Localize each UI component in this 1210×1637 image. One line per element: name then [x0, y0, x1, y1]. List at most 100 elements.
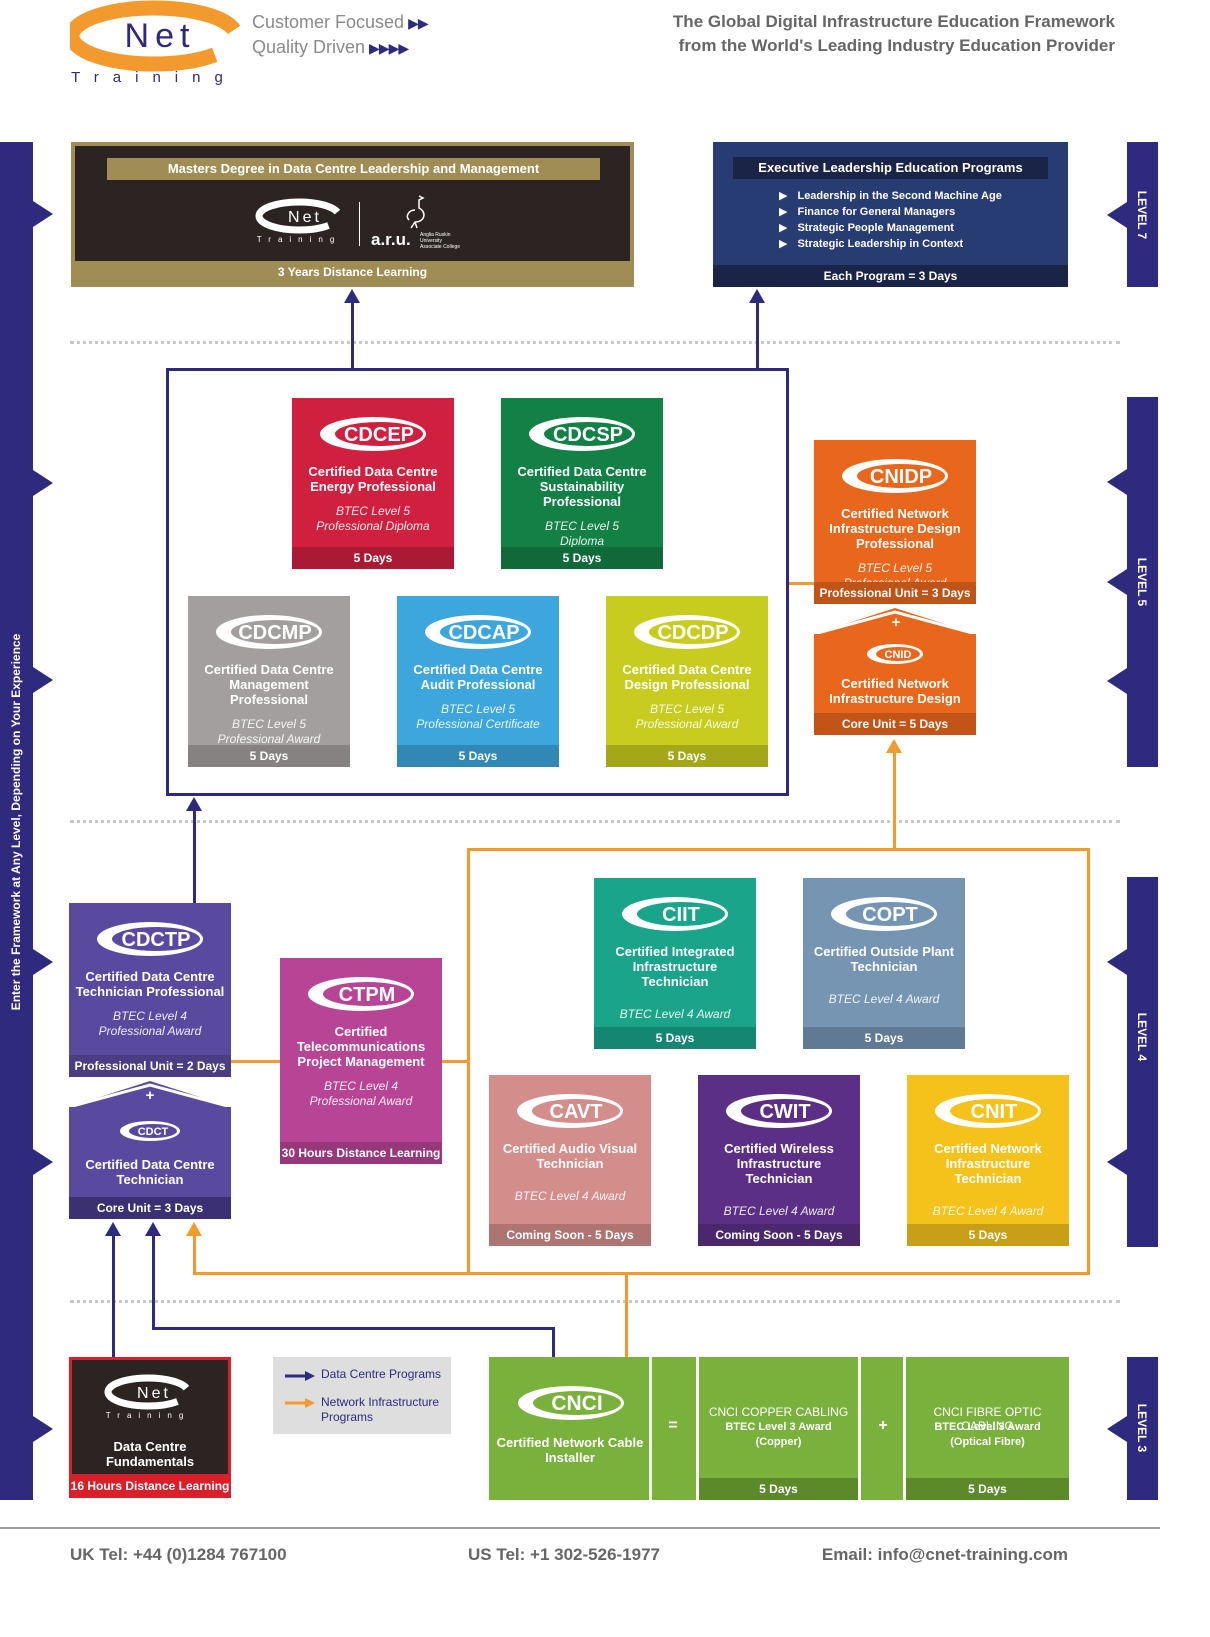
- duration-label: 16 Hours Distance Learning: [69, 1474, 231, 1498]
- up-arrow-icon: [145, 1222, 161, 1236]
- course-name: Certified Data Centre Technician: [85, 1157, 215, 1187]
- divider: [649, 1357, 652, 1500]
- stack-join: [68, 1077, 232, 1109]
- us-phone[interactable]: US Tel: +1 302-526-1977: [468, 1545, 660, 1564]
- copper-days: 5 Days: [699, 1478, 858, 1500]
- course-name: Certified Outside Plant Technician: [813, 944, 955, 974]
- cnci-logo: CNCI: [515, 1383, 627, 1423]
- duration-label: 5 Days: [606, 745, 768, 767]
- btec-level-text: BTEC Level 5: [335, 504, 411, 518]
- duration-label: 5 Days: [803, 1027, 965, 1049]
- svg-text:CDCEP: CDCEP: [344, 424, 414, 446]
- divider: [359, 202, 360, 246]
- stack-join: [813, 604, 977, 636]
- level-4-label: LEVEL 4: [1135, 1012, 1149, 1062]
- exec-list-item: ▶Strategic Leadership in Context: [779, 238, 964, 250]
- course-name: Certified Data Centre Design Professiona…: [622, 662, 752, 692]
- exec-list-item: ▶Leadership in the Second Machine Age: [779, 190, 1002, 202]
- svg-text:COPT: COPT: [862, 904, 918, 926]
- cnet-logo-small: Net Training: [255, 196, 355, 246]
- btec-award-text: Professional Award: [217, 732, 321, 746]
- course-logo: CAVT: [514, 1091, 626, 1131]
- course-logo: CWIT: [723, 1091, 835, 1131]
- level-7-bar: [1127, 142, 1158, 287]
- svg-text:CDCTP: CDCTP: [122, 929, 191, 951]
- email-link[interactable]: Email: info@cnet-training.com: [821, 1545, 1068, 1564]
- level-arrow-icon: [1107, 668, 1127, 694]
- exec-title: Executive Leadership Education Programs: [733, 157, 1048, 179]
- entry-arrow-icon: [33, 949, 53, 975]
- svg-text:CDCMP: CDCMP: [238, 622, 311, 644]
- masters-title: Masters Degree in Data Centre Leadership…: [107, 158, 600, 180]
- up-arrow-icon: [749, 289, 765, 303]
- level-separator: [70, 820, 1120, 823]
- btec-award-text: Professional Award: [635, 717, 739, 731]
- course-name: Certified Audio Visual Technician: [502, 1141, 638, 1171]
- course-card-cdct[interactable]: CDCT Certified Data Centre Technician Co…: [69, 1107, 231, 1219]
- masters-degree-box[interactable]: Masters Degree in Data Centre Leadership…: [71, 142, 634, 287]
- btec-level-text: BTEC Level 4: [323, 1079, 399, 1093]
- connector-line: [625, 1275, 628, 1357]
- up-arrow-icon: [186, 797, 202, 811]
- course-logo: CDCMP: [213, 612, 325, 652]
- course-name: Certified Wireless Infrastructure Techni…: [724, 1141, 834, 1186]
- plus-icon: +: [878, 1417, 888, 1434]
- up-arrow-icon: [344, 289, 360, 303]
- headline: The Global Digital Infrastructure Educat…: [595, 10, 1115, 58]
- cnci-box[interactable]: CNCI Certified Network Cable Installer =…: [489, 1357, 1069, 1500]
- course-card-cnit[interactable]: CNIT Certified Network Infrastructure Tec…: [907, 1075, 1069, 1246]
- uk-phone[interactable]: UK Tel: +44 (0)1284 767100: [70, 1545, 287, 1564]
- copper-title: CNCI COPPER CABLING: [708, 1405, 849, 1419]
- svg-text:CAVT: CAVT: [550, 1101, 603, 1123]
- cnci-copper[interactable]: CNCI COPPER CABLING BTEC Level 3 Award (…: [696, 1357, 861, 1500]
- core-unit-label: Core Unit = 5 Days: [814, 713, 976, 735]
- blue-arrow-icon: [285, 1368, 315, 1381]
- data-centre-fundamentals-box[interactable]: Net Training Data Centre Fundamentals 16…: [69, 1357, 231, 1498]
- legend: Data Centre Programs Network Infrastruct…: [273, 1357, 451, 1434]
- course-name: Certified Network Infrastructure Technic…: [934, 1141, 1042, 1186]
- course-logo: CNIDP: [839, 456, 951, 496]
- btec-level-text: BTEC Level 4: [112, 1009, 188, 1023]
- course-card-cwit[interactable]: CWIT Certified Wireless Infrastructure Te…: [698, 1075, 860, 1246]
- course-logo: CTPM: [305, 974, 417, 1014]
- course-logo: CDCAP: [422, 612, 534, 652]
- level-separator: [70, 341, 1120, 344]
- cdct-logo: CDCT: [117, 1119, 183, 1143]
- svg-text:CNIT: CNIT: [971, 1101, 1018, 1123]
- course-name: Certified Data Centre Management Profess…: [204, 662, 334, 707]
- svg-text:CTPM: CTPM: [339, 984, 396, 1006]
- duration-label: 5 Days: [907, 1224, 1069, 1246]
- cnci-fibre[interactable]: CNCI FIBRE OPTIC CABLING BTEC Level 3 Aw…: [903, 1357, 1069, 1500]
- svg-text:CNCI: CNCI: [551, 1392, 602, 1415]
- course-card-cdcmp[interactable]: CDCMP Certified Data Centre Management Pr…: [188, 596, 350, 767]
- duration-label: Coming Soon - 5 Days: [698, 1224, 860, 1246]
- btec-level: BTEC Level 4 Award: [489, 1189, 651, 1204]
- entry-arrow-icon: [33, 1149, 53, 1175]
- course-name: Data Centre Fundamentals: [105, 1439, 195, 1469]
- aru-logo-text: a.r.u.: [371, 230, 411, 249]
- btec-award-text: Professional Award: [98, 1024, 202, 1038]
- svg-text:Training: Training: [257, 235, 342, 244]
- course-card-cnid[interactable]: CNID Certified Network Infrastructure De…: [814, 634, 976, 735]
- exec-leadership-box[interactable]: Executive Leadership Education Programs …: [713, 142, 1068, 287]
- level-7-label: LEVEL 7: [1135, 190, 1149, 240]
- level-4-bar: [1127, 877, 1158, 1247]
- course-name: Certified Data Centre Sustainability Pro…: [517, 464, 647, 509]
- network-level4-frame: [467, 848, 1090, 1275]
- btec-level: BTEC Level 4 Award: [594, 1007, 756, 1022]
- duration-label: 30 Hours Distance Learning: [280, 1142, 442, 1164]
